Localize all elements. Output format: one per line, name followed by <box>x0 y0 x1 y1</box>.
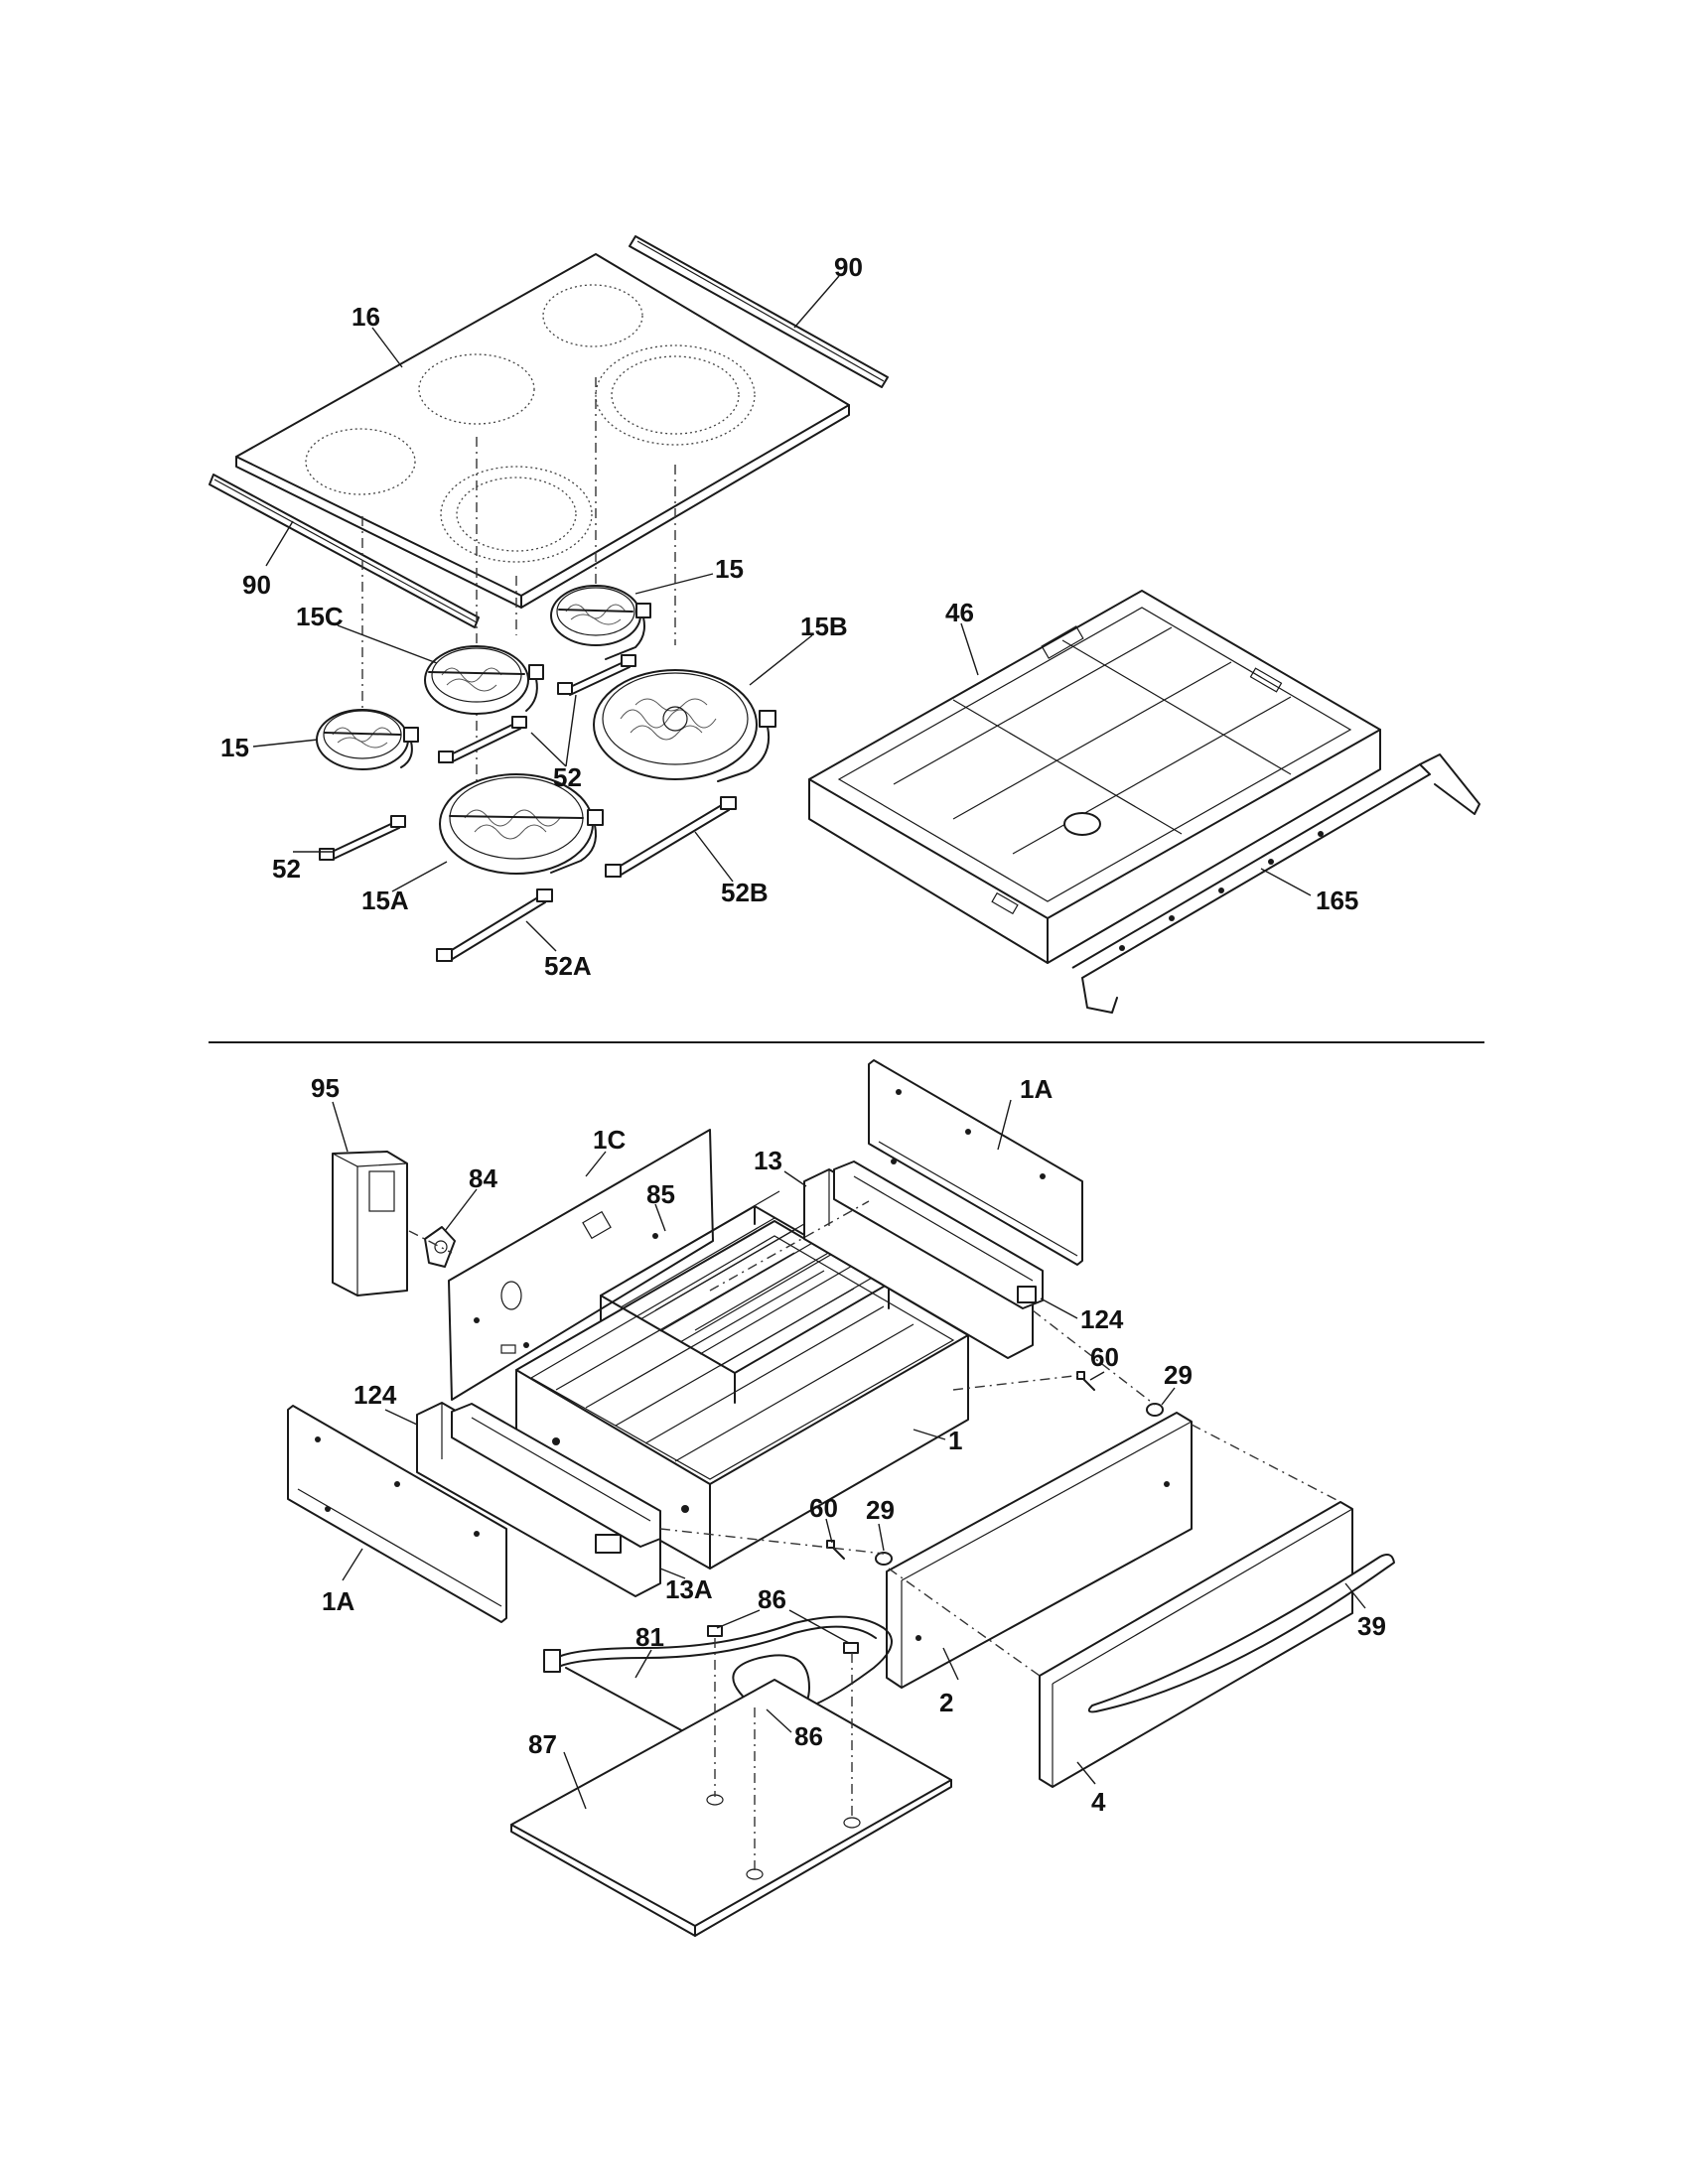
callout-87: 87 <box>528 1729 557 1759</box>
callout-15-top: 15 <box>715 554 744 584</box>
drawer-handle <box>1087 1554 1395 1713</box>
vent-duct <box>332 1151 408 1297</box>
callout-85: 85 <box>646 1179 675 1209</box>
screw-60-right <box>1076 1371 1095 1391</box>
callout-52-mid: 52 <box>553 762 582 792</box>
callout-124-left: 124 <box>353 1380 397 1410</box>
wire-harness-52-left <box>319 815 406 861</box>
callout-1a-top: 1A <box>1020 1074 1053 1104</box>
glass-cooktop <box>235 253 850 609</box>
callout-4: 4 <box>1091 1787 1106 1817</box>
callout-2: 2 <box>939 1688 953 1717</box>
burner-box <box>808 590 1381 964</box>
wire-harness-52b <box>605 796 737 878</box>
callout-165: 165 <box>1316 886 1358 915</box>
trim-strip-back <box>629 235 889 388</box>
callout-86-top: 86 <box>758 1584 786 1614</box>
callout-124-right: 124 <box>1080 1304 1124 1334</box>
alignment-lines-top <box>361 377 676 814</box>
callout-90-top: 90 <box>834 252 863 282</box>
thermostat <box>424 1226 456 1268</box>
screw-60-mid <box>826 1540 845 1560</box>
callout-1: 1 <box>948 1426 962 1455</box>
trim-strip-front <box>209 474 480 628</box>
callout-13a: 13A <box>665 1574 713 1604</box>
drawer-inner-front <box>886 1412 1193 1689</box>
leaders-top <box>252 275 1312 952</box>
wire-harness-52-middle <box>438 716 527 763</box>
element-15-left <box>316 709 419 770</box>
callout-81: 81 <box>635 1622 664 1652</box>
side-panel-left <box>287 1405 507 1623</box>
callout-86-mid: 86 <box>794 1721 823 1751</box>
callout-1c: 1C <box>593 1125 626 1155</box>
callout-labels: 90 16 90 15 15C 15B 46 15 52 52 15A 52B … <box>220 252 1386 1817</box>
element-15a <box>439 773 604 875</box>
callout-16: 16 <box>352 302 380 332</box>
callout-90-left: 90 <box>242 570 271 600</box>
side-panel-right <box>868 1059 1083 1266</box>
leaders-bottom <box>332 1099 1366 1810</box>
alignment-lines-bottom <box>408 1200 1341 1871</box>
callout-52b: 52B <box>721 878 769 907</box>
callout-95: 95 <box>311 1073 340 1103</box>
callout-15-left: 15 <box>220 733 249 762</box>
callout-84: 84 <box>469 1163 497 1193</box>
drawer-slide-right <box>833 1160 1044 1309</box>
element-15b <box>593 669 776 782</box>
callout-29-mid: 29 <box>866 1495 895 1525</box>
callout-39: 39 <box>1357 1611 1386 1641</box>
callout-15a: 15A <box>361 886 409 915</box>
callout-60-right: 60 <box>1090 1342 1119 1372</box>
spacer-29-mid <box>875 1552 893 1566</box>
drawer-bottom-plate <box>510 1679 952 1937</box>
side-liner-right <box>803 1168 1034 1359</box>
wire-harness-52a <box>436 888 553 962</box>
callout-46: 46 <box>945 598 974 627</box>
cooktop-rail <box>1071 753 1480 1014</box>
callout-52a: 52A <box>544 951 592 981</box>
clip-86-a <box>707 1625 723 1637</box>
callout-1a-bottom: 1A <box>322 1586 354 1616</box>
callout-15b: 15B <box>800 612 848 641</box>
back-panel <box>448 1129 714 1401</box>
wire-harness-52-upper <box>557 654 636 696</box>
element-15-top <box>550 585 651 660</box>
callout-13: 13 <box>754 1146 782 1175</box>
callout-52-left: 52 <box>272 854 301 884</box>
spacer-29-right <box>1146 1403 1164 1417</box>
callout-60-mid: 60 <box>809 1493 838 1523</box>
element-15c <box>424 645 544 715</box>
clip-86-b <box>843 1642 859 1654</box>
callout-15c: 15C <box>296 602 344 631</box>
callout-29-right: 29 <box>1164 1360 1193 1390</box>
drawer-slide-left <box>451 1403 661 1548</box>
